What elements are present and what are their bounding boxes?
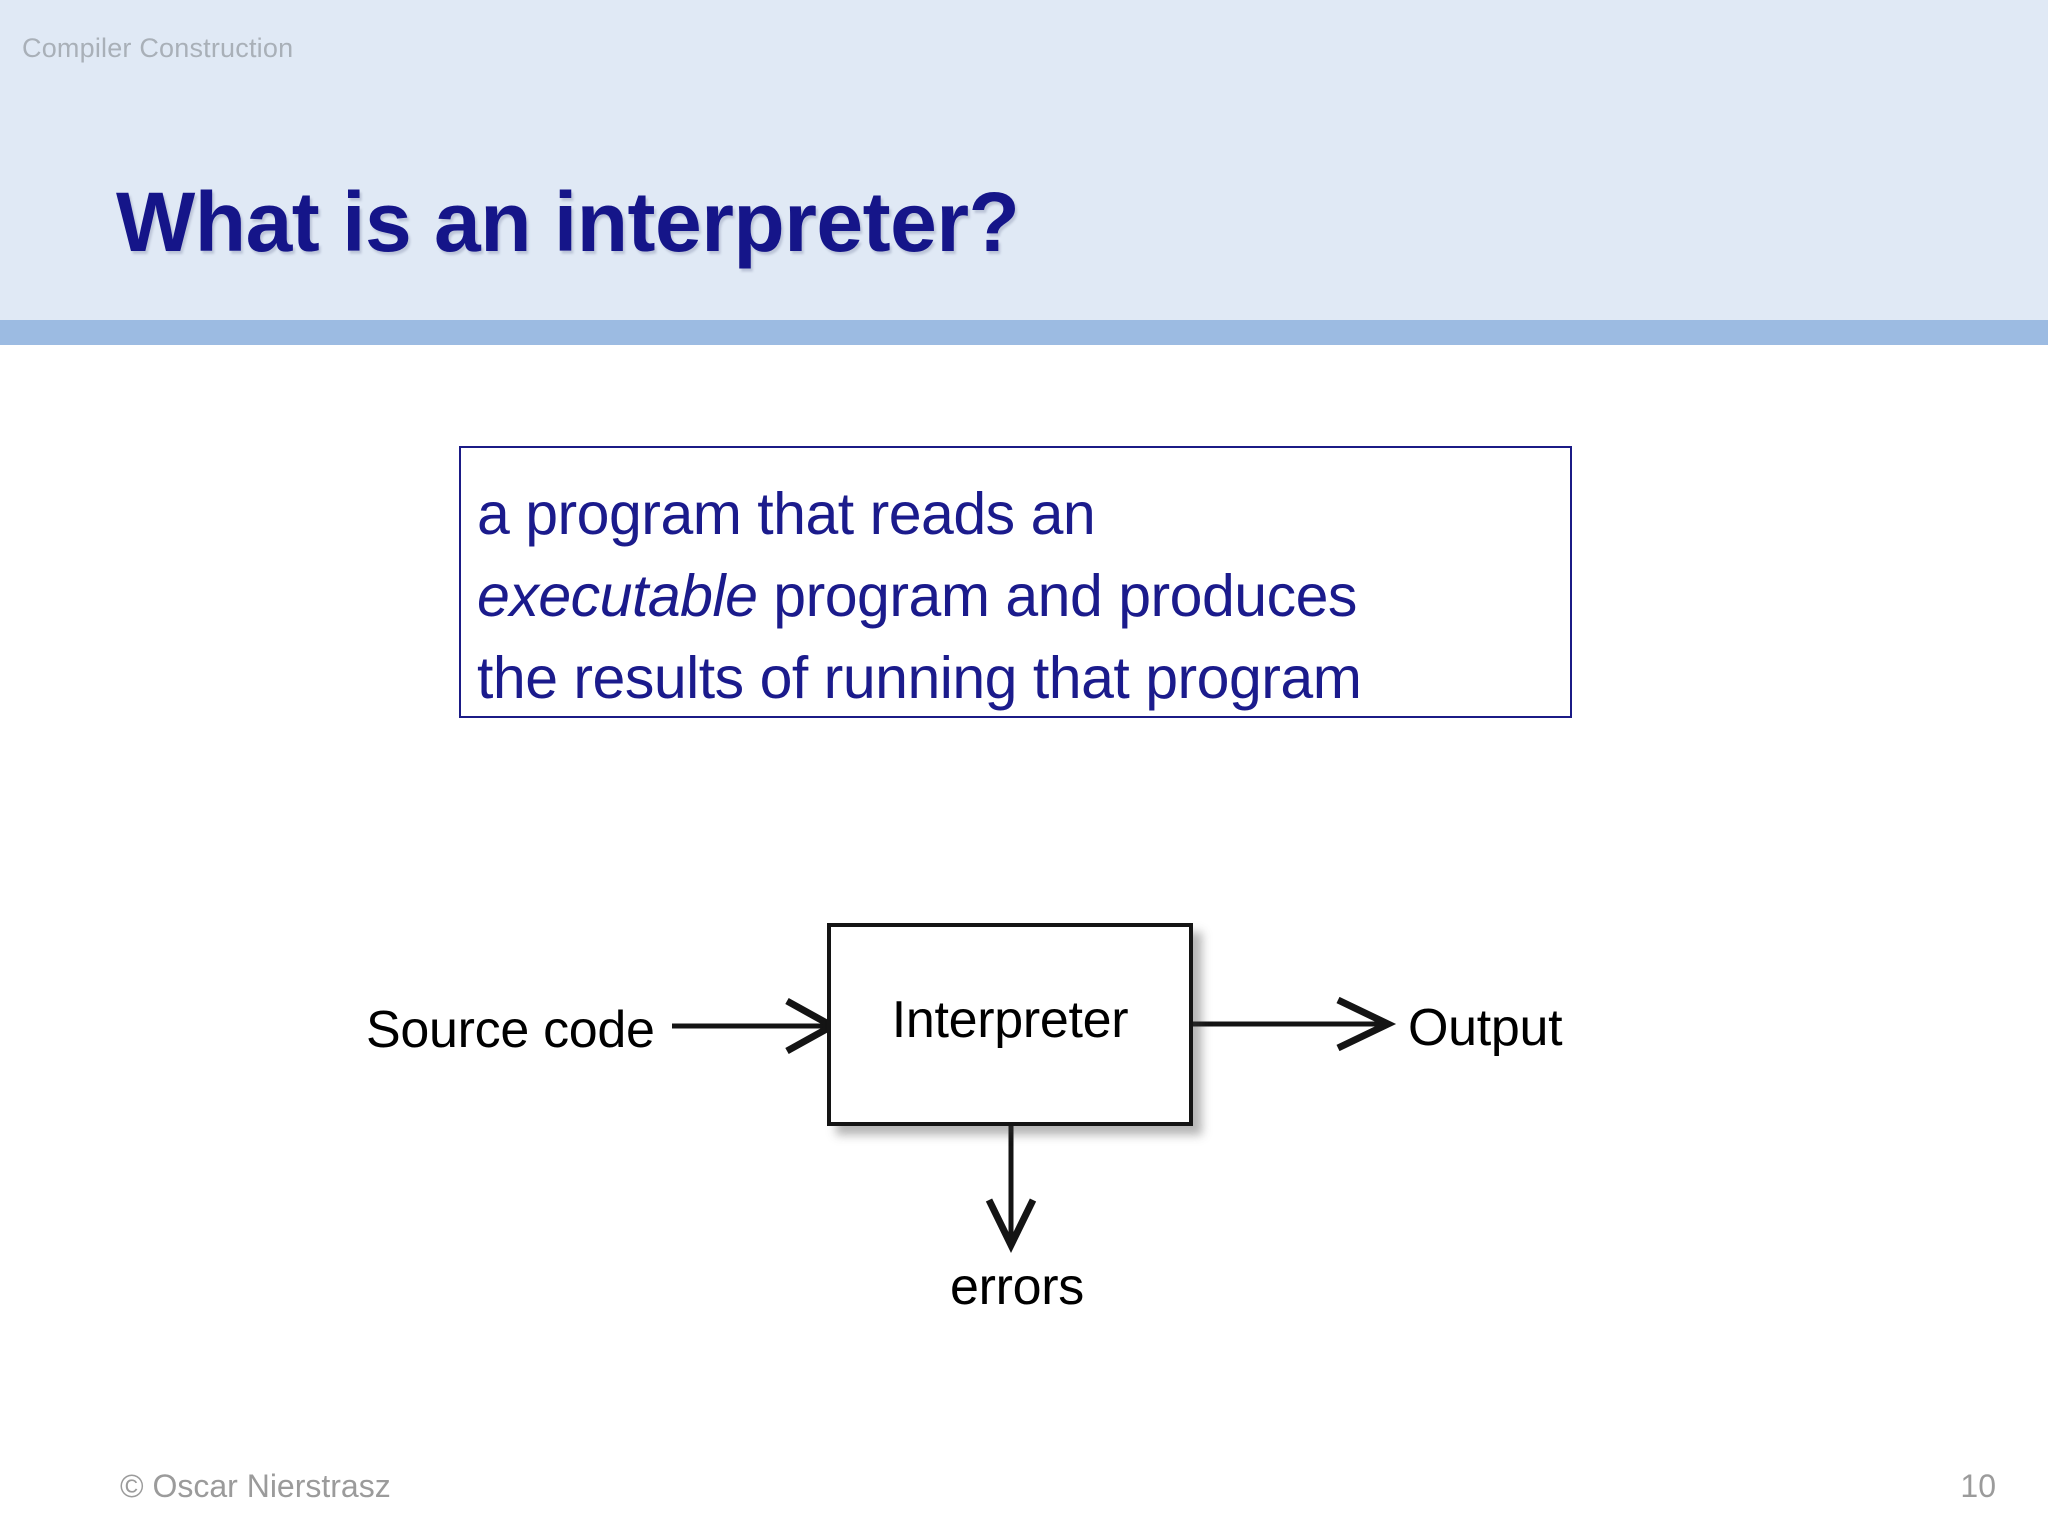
output-label: Output (1408, 999, 1563, 1057)
definition-line-2: executable program and produces (477, 555, 1567, 637)
definition-emphasis: executable (477, 563, 758, 629)
errors-label: errors (950, 1258, 1084, 1316)
source-code-label: Source code (366, 1001, 655, 1059)
arrow-interpreter-to-output (1190, 996, 1397, 1052)
definition-line-3: the results of running that program (477, 645, 1362, 711)
definition-line-1: a program that reads an (477, 481, 1096, 547)
definition-line-2-rest: program and produces (757, 563, 1357, 629)
definition-box (459, 446, 1572, 718)
definition-text: a program that reads an executable progr… (477, 473, 1567, 719)
header-divider-rule (0, 320, 2048, 345)
arrow-interpreter-to-errors (985, 1124, 1037, 1253)
interpreter-node (827, 923, 1193, 1126)
page-number: 10 (1960, 1468, 1996, 1504)
header-band (0, 0, 2048, 320)
page-title: What is an interpreter? (116, 175, 1020, 270)
course-kicker: Compiler Construction (22, 33, 294, 63)
interpreter-node-label: Interpreter (891, 991, 1129, 1049)
arrow-source-to-interpreter (672, 997, 840, 1055)
copyright-notice: © Oscar Nierstrasz (120, 1468, 391, 1504)
